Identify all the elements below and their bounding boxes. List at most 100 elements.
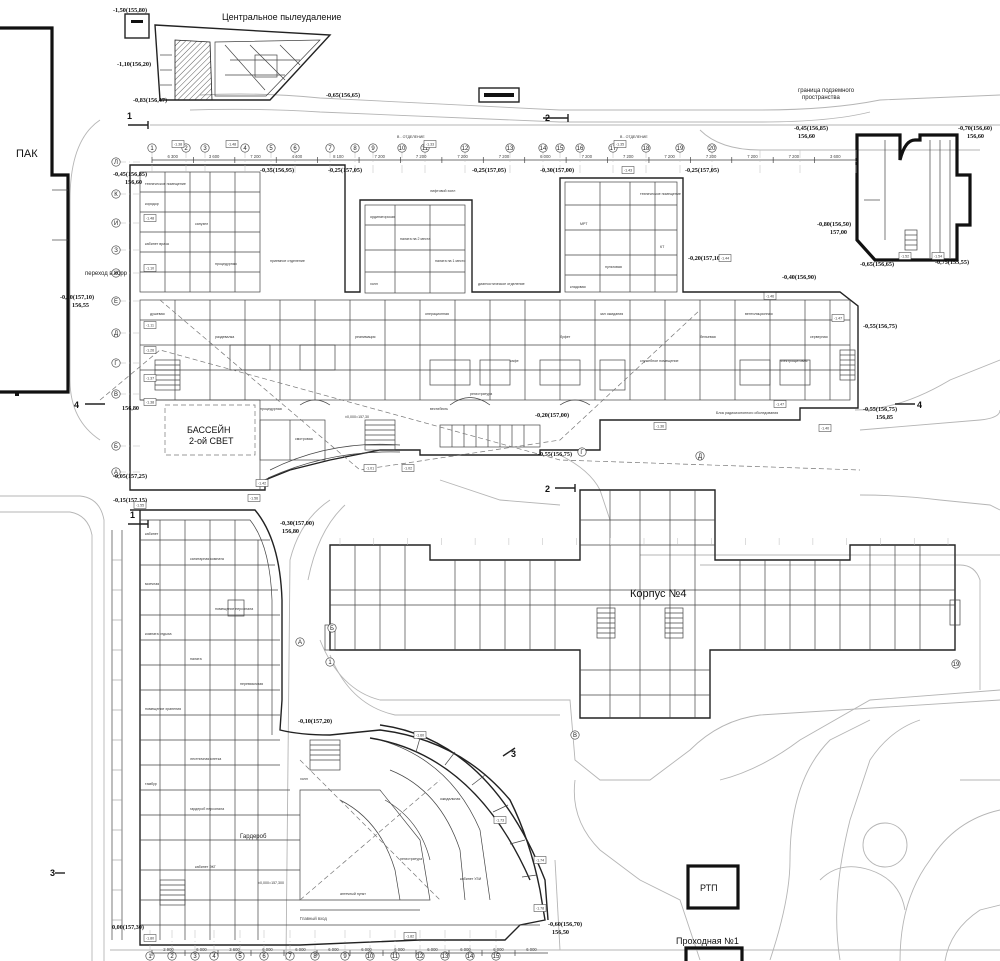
axis-bubble-top: 16 [575, 143, 585, 153]
svg-text:16: 16 [577, 146, 584, 152]
rtp-building [686, 864, 740, 910]
korpus-4 [324, 489, 961, 719]
svg-text:Ж: Ж [113, 271, 119, 277]
svg-text:12: 12 [417, 954, 424, 960]
axis-bubble-left: Ж [111, 268, 121, 278]
elevation-tag: -1.48 [143, 214, 157, 222]
dimension-label: 6 000 [460, 947, 471, 952]
dimension-label: 7 200 [375, 154, 386, 159]
room-label: ожидальная [440, 797, 460, 801]
axis-bubble-top: 14 [538, 143, 548, 153]
axis-bubble-top: 10 [397, 143, 407, 153]
svg-text:9: 9 [343, 954, 347, 960]
elevation-tag: -1.56 [247, 494, 261, 502]
axis-bubble-korpus: 1 [325, 657, 335, 667]
room-label: реанимация [355, 335, 376, 339]
elevation-tag: -1.74 [533, 856, 547, 864]
axis-bubble-bottom: 15 [491, 951, 501, 961]
svg-text:-1.52: -1.52 [901, 255, 909, 259]
svg-text:Л: Л [114, 160, 118, 166]
level-marker: -0,10(157,20) [298, 718, 332, 725]
svg-text:-1.54: -1.54 [934, 255, 942, 259]
boundary-label-1: граница подземного [798, 88, 855, 94]
level-marker: -0,15(157,15) [113, 497, 147, 504]
axis-bubble-left: Б [111, 441, 121, 451]
room-label: регистратура [400, 857, 422, 861]
north-rooms [140, 172, 856, 451]
elevation-tag: -1.01 [363, 464, 377, 472]
sublevel-marker: 156,85 [876, 414, 893, 421]
svg-text:10: 10 [399, 146, 406, 152]
pak-label: ПАК [16, 148, 38, 160]
room-label: аптечный пункт [340, 892, 366, 896]
level-marker: -0,30(157,00) [280, 520, 314, 527]
level-marker: -0,35(156,95) [260, 167, 294, 174]
room-label: санитарная комната [190, 557, 224, 561]
dimension-label: 7 200 [416, 154, 427, 159]
svg-text:11: 11 [392, 954, 399, 960]
elevation-tag: -1.52 [898, 252, 912, 260]
elevation-tag: -1.37 [143, 374, 157, 382]
room-label: процедурная [215, 262, 237, 266]
level-marker: ±0,000=157,300 [258, 881, 284, 885]
svg-text:-1.01: -1.01 [366, 467, 374, 471]
level-marker: -0,30(157,00) [540, 167, 574, 174]
dimension-label: 7 200 [623, 154, 634, 159]
room-label: холл [370, 282, 378, 286]
section-3-left: 3 [50, 868, 55, 878]
elevation-tag: -1.33 [423, 140, 437, 148]
dimension-label: 6 000 [196, 947, 207, 952]
svg-text:-1.56: -1.56 [250, 497, 258, 501]
elevation-tag: -1.47 [831, 314, 845, 322]
room-label: перевязочная [240, 682, 263, 686]
svg-text:А: А [114, 470, 118, 476]
svg-text:13: 13 [442, 954, 449, 960]
svg-text:5: 5 [238, 954, 242, 960]
axis-bubble-left: К [111, 189, 121, 199]
axis-bubble-top: 3 [200, 143, 210, 153]
svg-text:-1.55: -1.55 [136, 504, 144, 508]
room-label: вентиляционная [745, 312, 773, 316]
svg-text:-1.82: -1.82 [406, 935, 414, 939]
sublevel-marker: 156,80 [282, 528, 299, 535]
dimension-label: 2 900 [163, 947, 174, 952]
axis-bubble-top: 20 [707, 143, 717, 153]
axis-bubble-left: Е [111, 296, 121, 306]
room-label: операционная [425, 312, 449, 316]
axis-bubble-bottom: 5 [235, 951, 245, 961]
svg-text:-1.26: -1.26 [146, 349, 154, 353]
room-label: электрощитовая [780, 359, 808, 363]
axis-bubble-bottom: 12 [415, 951, 425, 961]
axis-bubble-top: 18 [641, 143, 651, 153]
svg-text:Б: Б [330, 626, 334, 632]
svg-text:14: 14 [540, 146, 547, 152]
svg-text:-1.36: -1.36 [656, 425, 664, 429]
elevation-tag: -1.80 [143, 934, 157, 942]
svg-text:И: И [114, 221, 118, 227]
axis-bubble-top: 15 [555, 143, 565, 153]
level-marker: -0,25(157,05) [685, 167, 719, 174]
axis-bubble-korpus: Д [695, 451, 705, 461]
svg-text:-1.38: -1.38 [146, 401, 154, 405]
level-marker: ±0,000=157,30 [345, 415, 369, 419]
boundary-label-2: пространства [802, 95, 841, 101]
axis-bubble-korpus: Б [327, 623, 337, 633]
sublevel-marker: 156,60 [125, 179, 142, 186]
passage-label: переход в корр [85, 271, 128, 277]
axis-bubble-top: 19 [675, 143, 685, 153]
axis-bubble-korpus: 19 [951, 659, 961, 669]
elevation-tag: -1.48 [225, 140, 239, 148]
svg-text:20: 20 [709, 146, 716, 152]
room-label: палата на 2 места [400, 237, 430, 241]
svg-text:6: 6 [262, 954, 266, 960]
section-4-left: 4 [74, 400, 79, 410]
room-label: моечная [145, 582, 159, 586]
room-label: приемное отделение [270, 259, 305, 263]
dimension-label: 7 200 [664, 154, 675, 159]
room-label: кабинет [145, 532, 159, 536]
elevation-tag: -1.36 [653, 422, 667, 430]
elevation-tag: -1.73 [493, 816, 507, 824]
